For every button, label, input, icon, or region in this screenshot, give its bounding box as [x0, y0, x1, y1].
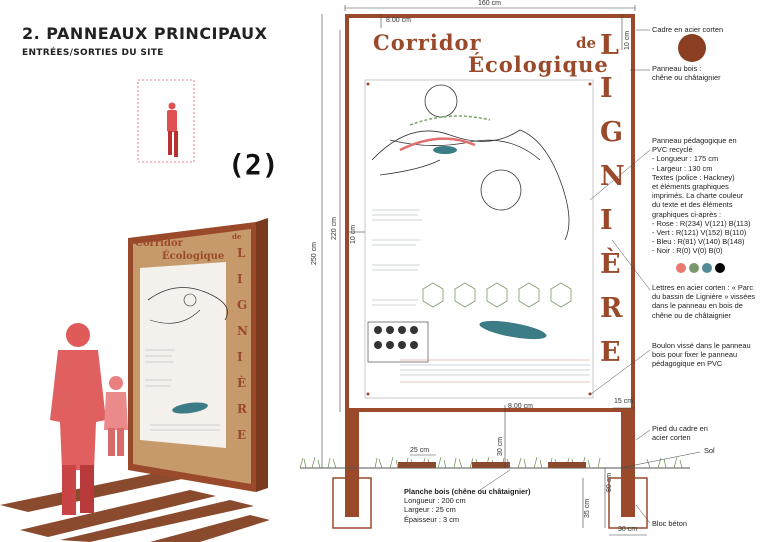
perspective-sign	[0, 218, 270, 542]
annotation-bloc: Bloc béton	[652, 519, 687, 528]
right-leg	[621, 412, 635, 517]
sign-letter: N	[600, 161, 625, 192]
annotation-line: du bassin de Lignière » vissées	[652, 292, 756, 302]
annotation-line: Pied du cadre en	[652, 424, 708, 433]
dim-side-margin: 10 cm	[350, 224, 357, 244]
scale-box	[137, 79, 195, 163]
left-concrete-block	[332, 477, 372, 529]
annotation-line: imprimés. La charte couleur	[652, 191, 744, 201]
annotation-panneau-bois: Panneau bois : chêne ou châtaignier	[652, 64, 721, 82]
dimension-lines	[321, 5, 647, 536]
elevation-sign	[299, 14, 690, 529]
annotation-line: Panneau pédagogique en	[652, 136, 737, 145]
dim-leg-width: 15 cm	[614, 398, 634, 405]
annotation-line: graphiques ci-après :	[652, 209, 722, 219]
mini-letter: È	[237, 376, 247, 390]
annotation-line: Longueur : 200 cm	[404, 496, 466, 506]
left-leg	[345, 412, 359, 517]
annotation-line: - Bleu : R(81) V(140) B(148)	[652, 237, 745, 247]
annotation-line: chêne ou châtaignier	[652, 73, 721, 83]
scale-person-icon	[167, 102, 178, 157]
annotation-line: - Longueur : 175 cm	[652, 154, 719, 164]
swatch-bleu	[702, 263, 712, 273]
annotation-line: Épaisseur : 3 cm	[404, 514, 460, 524]
annotation-line: Boulon vissé dans le panneau	[652, 341, 751, 350]
annotation-line: et éléments graphiques	[652, 182, 729, 192]
mini-title-line2: Écologique	[162, 251, 225, 262]
mini-letter: R	[237, 402, 247, 416]
panel-number: (2)	[228, 148, 279, 181]
annotation-cadre: Cadre en acier corten	[652, 25, 724, 34]
annotation-line: - Noir : R(0) V(0) B(0)	[652, 246, 723, 256]
page-title: 2. PANNEAUX PRINCIPAUX	[22, 24, 268, 43]
dim-top-margin: 8.00 cm	[386, 17, 411, 24]
annotation-line: Textes (police : Hackney)	[652, 172, 735, 182]
dim-concrete-width: 30 cm	[618, 526, 638, 533]
mini-letter: G	[237, 298, 248, 312]
visitor-child-icon	[104, 376, 128, 456]
annotation-line: PVC recyclé	[652, 145, 693, 155]
annotation-line: Planche bois (chêne ou châtaignier)	[404, 487, 531, 496]
dim-buried-depth: 80 cm	[606, 472, 613, 492]
leader-lines	[479, 29, 701, 524]
mini-title-de: de	[232, 232, 242, 241]
dim-ground-gap: 30 cm	[497, 436, 504, 456]
sign-letter: G	[600, 117, 624, 148]
mini-letter: I	[237, 272, 243, 286]
dim-width-total: 160 cm	[478, 0, 501, 7]
annotation-line: - Vert : R(121) V(152) B(110)	[652, 228, 747, 238]
mini-letter: I	[237, 350, 243, 364]
mini-letter: L	[237, 246, 246, 260]
page-subtitle: ENTRÉES/SORTIES DU SITE	[22, 48, 164, 58]
dim-inner-height: 220 cm	[331, 217, 338, 240]
annotation-boulon: Boulon vissé dans le panneau bois pour f…	[652, 341, 764, 369]
annotation-panneau-pedago: Panneau pédagogique en PVC recyclé - Lon…	[652, 136, 764, 256]
sign-letter: L	[600, 30, 619, 61]
sign-letter: È	[600, 249, 621, 280]
dim-concrete-depth: 35 cm	[584, 498, 591, 518]
annotation-line: Largeur : 25 cm	[404, 505, 456, 515]
annotation-pied: Pied du cadre en acier corten	[652, 424, 708, 442]
annotation-line: Lettres en acier corten : « Parc	[652, 283, 754, 292]
dim-top-frame: 10 cm	[624, 30, 631, 50]
annotation-line: acier corten	[652, 433, 691, 443]
annotation-line: Panneau bois :	[652, 64, 702, 73]
annotation-lettres: Lettres en acier corten : « Parc du bass…	[652, 283, 764, 320]
annotation-line: bois pour fixer le panneau	[652, 350, 738, 360]
sign-letter: I	[600, 205, 613, 236]
dim-total-height: 250 cm	[311, 242, 318, 265]
right-concrete-block	[608, 477, 648, 529]
annotation-line: du texte et des éléments	[652, 200, 733, 210]
annotation-line: - Largeur : 130 cm	[652, 163, 713, 173]
mini-letter: N	[237, 324, 248, 338]
dim-plank-width: 25 cm	[410, 447, 430, 454]
visitor-adult-icon	[50, 323, 106, 515]
annotation-line: dans le panneau en bois de	[652, 301, 743, 311]
annotation-line: chêne ou de châtaignier	[652, 310, 731, 320]
annotation-line: - Rose : R(234) V(121) B(113)	[652, 218, 751, 228]
mini-title-line1: Corridor	[135, 238, 183, 249]
sign-letter: R	[600, 293, 623, 324]
annotation-planche: Planche bois (chêne ou châtaignier) Long…	[404, 487, 531, 524]
annotation-line: pédagogique en PVC	[652, 359, 723, 369]
swatch-vert	[689, 263, 699, 273]
sign-title-line1: Corridor	[373, 30, 482, 55]
annotation-sol: Sol	[704, 446, 715, 455]
dim-bottom-margin: 8.00 cm	[508, 403, 533, 410]
sign-title-line2: Écologique	[468, 52, 609, 77]
sign-letter: E	[600, 337, 621, 368]
sign-title-de: de	[576, 34, 597, 52]
swatch-rose	[676, 263, 686, 273]
mini-letter: E	[237, 428, 247, 442]
swatch-noir	[715, 263, 725, 273]
sign-letter: I	[600, 73, 613, 104]
corten-swatch	[678, 34, 706, 62]
